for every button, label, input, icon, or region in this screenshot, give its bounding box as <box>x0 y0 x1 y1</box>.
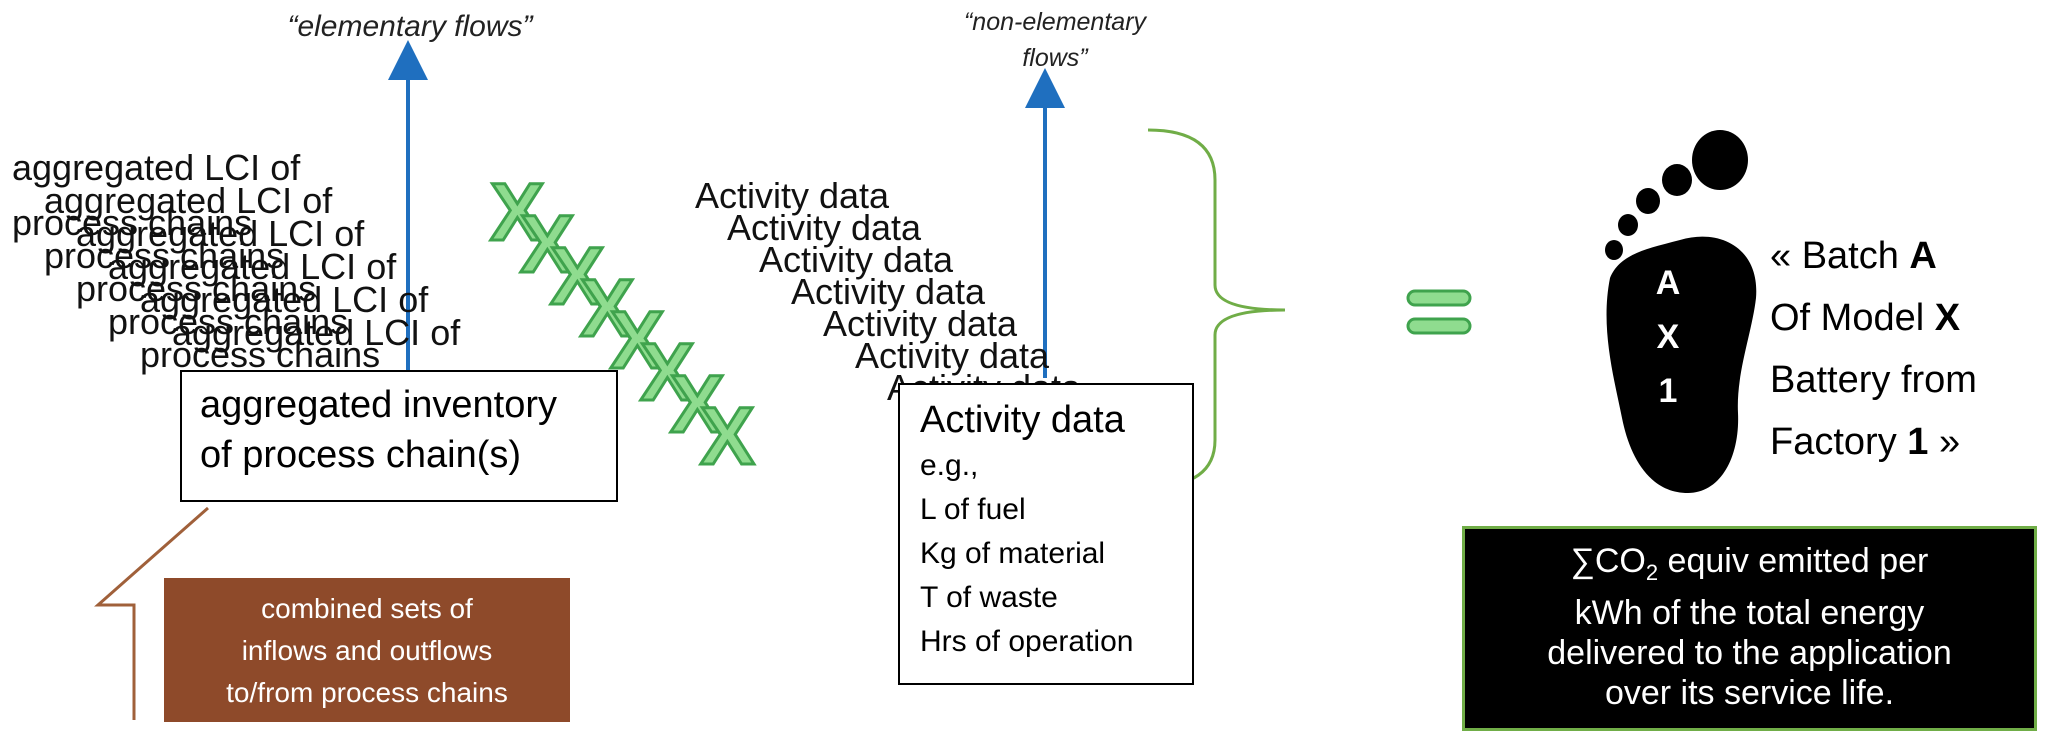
x-mark-8: X <box>700 391 755 480</box>
lci-sub-1: process chains <box>12 202 253 243</box>
activity-label-4: Activity data <box>791 271 986 312</box>
equals-icon <box>1406 289 1472 335</box>
lci-sub-2: process chains <box>44 235 285 276</box>
footprint-icon: A X 1 <box>1605 130 1757 493</box>
result-line2: kWh of the total energy <box>1574 593 1925 632</box>
footprint-letter-x: X <box>1657 318 1680 356</box>
activity-label-6: Activity data <box>855 335 1050 376</box>
activity-item-5: Hrs of operation <box>920 625 1134 658</box>
lci-label-4: aggregated LCI of <box>108 246 397 287</box>
caption-model: X <box>1934 297 1961 339</box>
footprint-letter-1: 1 <box>1659 372 1678 410</box>
non-elementary-flows-label: “non-elementary flows” <box>890 4 1220 76</box>
aggregated-inventory-box: aggregated inventory of process chain(s) <box>180 370 618 502</box>
lci-label-1: aggregated LCI of <box>12 147 301 188</box>
x-mark-4: X <box>580 263 635 354</box>
caption-line3: Battery from <box>1770 359 1977 401</box>
x-mark-6: X <box>640 327 695 418</box>
caption-factory-id: 1 <box>1907 421 1929 463</box>
aggregated-line2: of process chain(s) <box>200 434 522 476</box>
lci-sub-5: process chains <box>140 334 381 375</box>
elementary-flows-label: “elementary flows” <box>287 10 533 43</box>
lci-sub-4: process chains <box>108 301 349 342</box>
activity-item-3: Kg of material <box>920 537 1106 570</box>
x-marks-group: X X X X X X X X <box>489 166 757 481</box>
activity-label-1: Activity data <box>695 175 890 216</box>
activity-item-1: e.g., <box>920 449 979 482</box>
activity-item-2: L of fuel <box>920 493 1026 526</box>
x-mark-5: X <box>610 295 665 386</box>
result-line3: delivered to the application <box>1547 633 1952 672</box>
lci-label-5: aggregated LCI of <box>140 279 429 320</box>
non-elementary-flows-line1: “non-elementary <box>963 8 1147 36</box>
stacked-lci-group: aggregated LCI of process chains aggrega… <box>0 0 700 400</box>
result-line1: ∑CO2 equiv emitted per <box>1570 542 1929 585</box>
x-mark-1: X <box>490 167 545 258</box>
brown-line1: combined sets of <box>261 593 473 624</box>
activity-label-5: Activity data <box>823 303 1018 344</box>
callout-pointer <box>94 506 209 720</box>
aggregated-line1: aggregated inventory <box>200 384 558 426</box>
lci-label-2: aggregated LCI of <box>44 180 333 221</box>
brown-line2: inflows and outflows <box>241 635 493 666</box>
x-mark-7: X <box>670 359 725 450</box>
combined-sets-box: combined sets of inflows and outflows to… <box>164 578 570 722</box>
batch-caption: « Batch A Of Model X Battery from Factor… <box>1770 225 2040 473</box>
brown-line3: to/from process chains <box>226 677 508 708</box>
x-mark-3: X <box>550 231 605 322</box>
activity-data-box: Activity data e.g., L of fuel Kg of mate… <box>898 383 1194 685</box>
non-elementary-flows-line2: flows” <box>1022 44 1088 72</box>
caption-line2: Of Model X <box>1770 297 1961 339</box>
activity-label-3: Activity data <box>759 239 954 280</box>
stacked-activity-group: Activity data Activity data Activity dat… <box>690 170 1190 410</box>
caption-batch: A <box>1909 235 1937 277</box>
caption-line1: « Batch A <box>1770 235 1937 277</box>
caption-line4: Factory 1 » <box>1770 421 1961 463</box>
lci-label-3: aggregated LCI of <box>76 213 365 254</box>
footprint-letter-a: A <box>1656 264 1681 302</box>
result-line4: over its service life. <box>1604 673 1895 712</box>
activity-label-2: Activity data <box>727 207 922 248</box>
curly-brace <box>1147 128 1286 489</box>
lci-label-6: aggregated LCI of <box>172 312 461 353</box>
x-mark-2: X <box>520 199 575 290</box>
activity-box-title: Activity data <box>920 399 1125 441</box>
co2-result-box: ∑CO2 equiv emitted per kWh of the total … <box>1462 526 2037 731</box>
activity-item-4: T of waste <box>920 581 1058 614</box>
lci-sub-3: process chains <box>76 268 317 309</box>
